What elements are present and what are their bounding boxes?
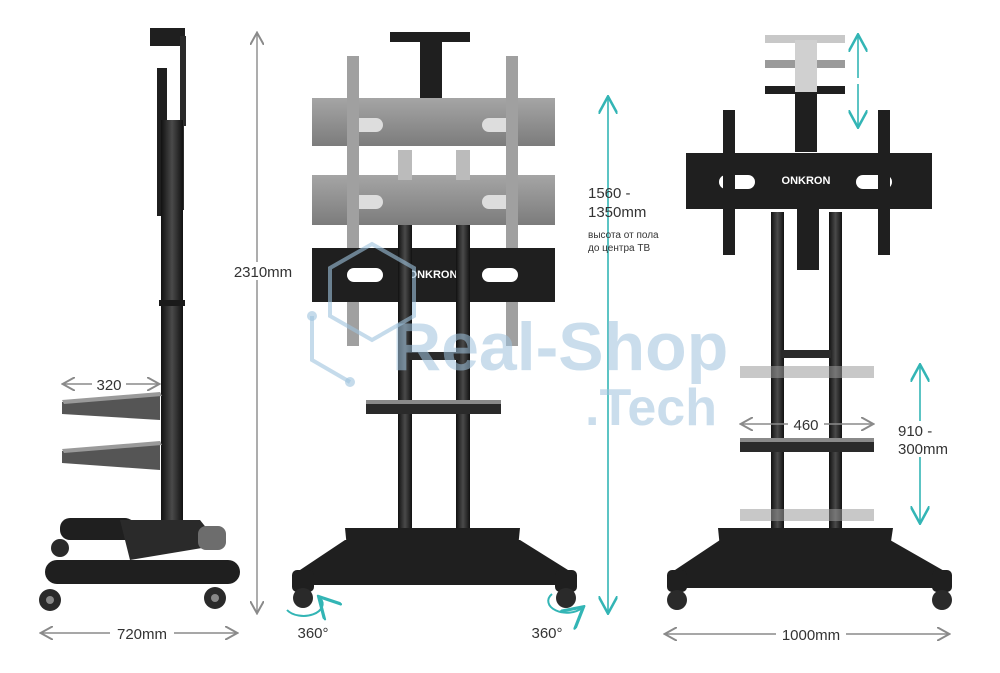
rotation-arrow-icon	[286, 598, 323, 616]
side-base-rear	[60, 518, 135, 540]
right-base-legs	[672, 540, 946, 588]
side-shelf-width-label: 320	[96, 377, 121, 394]
tv-center-height-range: 1560 -	[588, 185, 631, 202]
watermark-line-2: .Tech	[585, 379, 717, 437]
right-caster-right	[932, 570, 952, 592]
right-shelf-ghost-upper	[740, 366, 874, 378]
side-base-depth-label: 720mm	[117, 626, 167, 643]
side-pole	[161, 120, 183, 520]
right-view-stand: ONKRON	[667, 35, 952, 610]
shelf-height-range-2: 300mm	[898, 441, 948, 458]
right-shelf-ghost-lower	[740, 509, 874, 521]
front-pole-right	[456, 225, 470, 545]
tv-center-caption-1: высота от пола	[588, 230, 659, 241]
watermark: Real-Shop .Tech	[307, 241, 728, 437]
left-caster-rotation-label: 360°	[297, 625, 328, 642]
side-view-stand	[39, 28, 240, 611]
shelf-height-range: 910 -	[898, 423, 932, 440]
front-pole-left	[398, 225, 412, 545]
rotation-arrow-icon	[547, 593, 582, 613]
watermark-line-1: Real-Shop	[392, 309, 728, 385]
total-height-label: 2310mm	[234, 264, 292, 281]
front-caster-right	[555, 570, 577, 592]
tv-center-caption-2: до центра ТВ	[588, 243, 650, 254]
onkron-logo-icon: ONKRON	[409, 269, 458, 281]
shelf-spacing-label: 460	[793, 417, 818, 434]
right-camera-shelf-ghost	[765, 35, 845, 43]
front-caster-left	[292, 570, 314, 592]
front-camera-shelf	[390, 32, 470, 42]
side-base-front	[45, 560, 240, 584]
right-caster-left	[667, 570, 687, 592]
side-caster	[51, 539, 69, 557]
front-rotation-indicators: 360° 360°	[286, 593, 582, 642]
onkron-logo-icon: ONKRON	[782, 175, 831, 187]
tv-center-height-dimension: 1560 - 1350mm высота от пола до центра Т…	[588, 98, 659, 612]
base-width-label: 1000mm	[782, 627, 840, 644]
watermark-hexagon-icon	[328, 241, 416, 343]
side-camera-shelf	[150, 28, 185, 46]
side-dimensions: 320 720mm 2310mm	[42, 34, 296, 643]
front-base-legs	[300, 540, 568, 585]
tv-center-height-range-2: 1350mm	[588, 204, 646, 221]
right-dimensions: 460 910 - 300mm 1000mm	[666, 36, 958, 644]
front-view-stand: ONKRON	[292, 32, 577, 608]
right-caster-rotation-label: 360°	[531, 625, 562, 642]
